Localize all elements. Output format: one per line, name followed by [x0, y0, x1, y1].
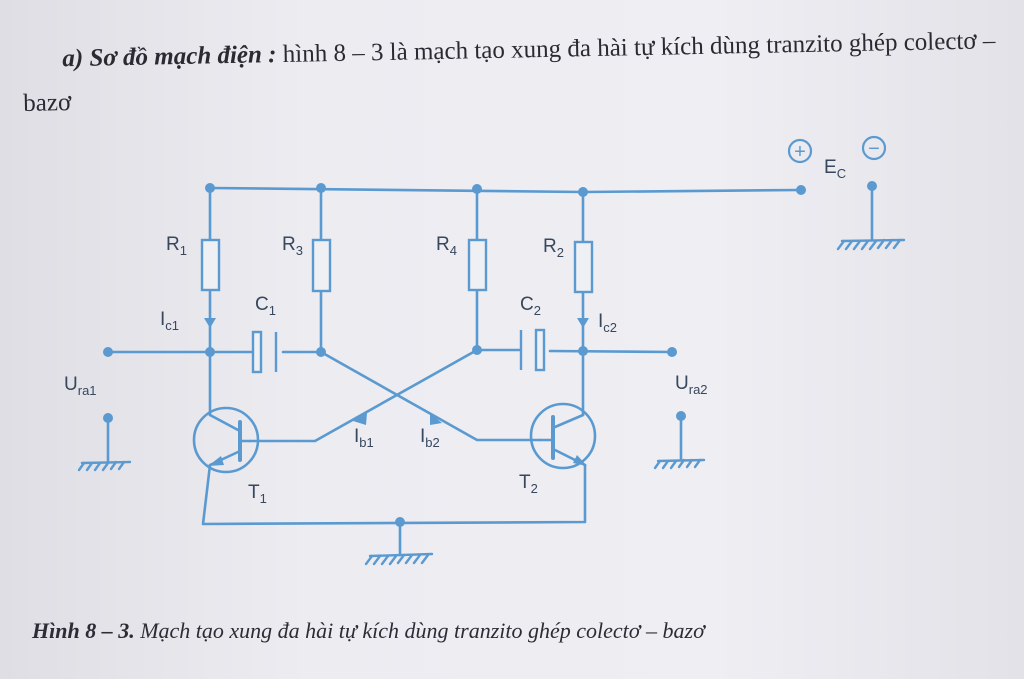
minus-circle-icon — [861, 135, 887, 161]
junction-dot — [578, 346, 588, 356]
ic2-arrow — [577, 318, 589, 328]
ib2-arrow — [430, 413, 442, 425]
supply-rail — [208, 186, 802, 194]
capacitors — [251, 328, 546, 374]
labels: R1 R3 R4 R2 C1 C2 Ic1 Ic2 Ib1 Ib2 T1 T2 … — [64, 157, 846, 506]
label-ic2: Ic2 — [598, 311, 617, 335]
capacitor-c2-plate-b — [534, 328, 546, 372]
resistor-r4 — [467, 238, 488, 292]
transistor-t2-collector — [553, 413, 585, 429]
label-ura2: Ura2 — [675, 373, 708, 397]
cross-wire-b2 — [319, 350, 542, 442]
minus-sign: − — [868, 138, 880, 160]
junction-dot — [316, 347, 326, 357]
resistor-r2 — [573, 240, 594, 294]
label-ec: EC — [824, 157, 846, 181]
junction-dot — [472, 345, 482, 355]
label-ic1: Ic1 — [160, 309, 179, 333]
resistor-r3 — [311, 238, 332, 293]
caption-number: Hình 8 – 3. — [32, 618, 135, 643]
c2-wire — [475, 348, 674, 354]
label-t1: T1 — [248, 482, 267, 506]
label-ib1: Ib1 — [354, 426, 374, 450]
transistor-t1-emitter-arrow — [208, 456, 224, 466]
transistor-t2-emitter-arrow — [573, 455, 587, 466]
ground-symbol-main — [364, 552, 434, 566]
junction-dot — [578, 187, 588, 197]
ground-symbol-ura2 — [653, 458, 706, 470]
ura2-terminal-bottom — [676, 411, 686, 421]
ground-symbol-ec — [836, 238, 906, 251]
transistor-t1 — [192, 406, 260, 474]
caption-text: Mạch tạo xung đa hài tự kích dùng tranzi… — [134, 618, 705, 643]
ground-return — [201, 463, 587, 526]
plus-sign: + — [794, 141, 806, 163]
capacitor-c1-plate-a — [251, 330, 263, 374]
cross-wire-b1 — [248, 348, 479, 443]
label-ura1: Ura1 — [64, 374, 97, 398]
ic1-arrow — [204, 318, 216, 328]
ec-polarity — [787, 135, 887, 164]
transistor-t2-body — [529, 402, 597, 470]
current-arrows — [204, 318, 589, 425]
label-c1: C1 — [255, 294, 276, 318]
figure-caption: Hình 8 – 3. Mạch tạo xung đa hài tự kích… — [32, 618, 992, 644]
ec-plus-terminal — [796, 185, 806, 195]
ground-symbol-ura1 — [77, 460, 132, 472]
label-r3: R3 — [282, 234, 303, 258]
label-ib2: Ib2 — [420, 426, 440, 450]
ura1-terminal-top — [103, 347, 113, 357]
label-r2: R2 — [543, 236, 564, 260]
ground-symbols — [77, 238, 906, 566]
ura1-terminal-bottom — [103, 413, 113, 423]
transistor-t1-collector — [208, 413, 240, 432]
label-t2: T2 — [519, 472, 538, 496]
plus-circle-icon — [787, 138, 813, 164]
junction-dot — [316, 183, 326, 193]
label-r1: R1 — [166, 234, 187, 258]
transistor-t1-body — [192, 406, 260, 474]
resistor-r1 — [200, 238, 221, 292]
resistors — [200, 238, 594, 294]
label-r4: R4 — [436, 234, 457, 258]
junctions — [103, 181, 877, 527]
junction-dot — [395, 517, 405, 527]
ib1-arrow — [353, 413, 367, 425]
wires — [106, 184, 874, 557]
junction-dot — [205, 347, 215, 357]
junction-dot — [472, 184, 482, 194]
label-c2: C2 — [520, 294, 541, 318]
junction-dot — [205, 183, 215, 193]
transistor-t2 — [529, 402, 597, 470]
ec-minus-terminal — [867, 181, 877, 191]
ura2-terminal-top — [667, 347, 677, 357]
